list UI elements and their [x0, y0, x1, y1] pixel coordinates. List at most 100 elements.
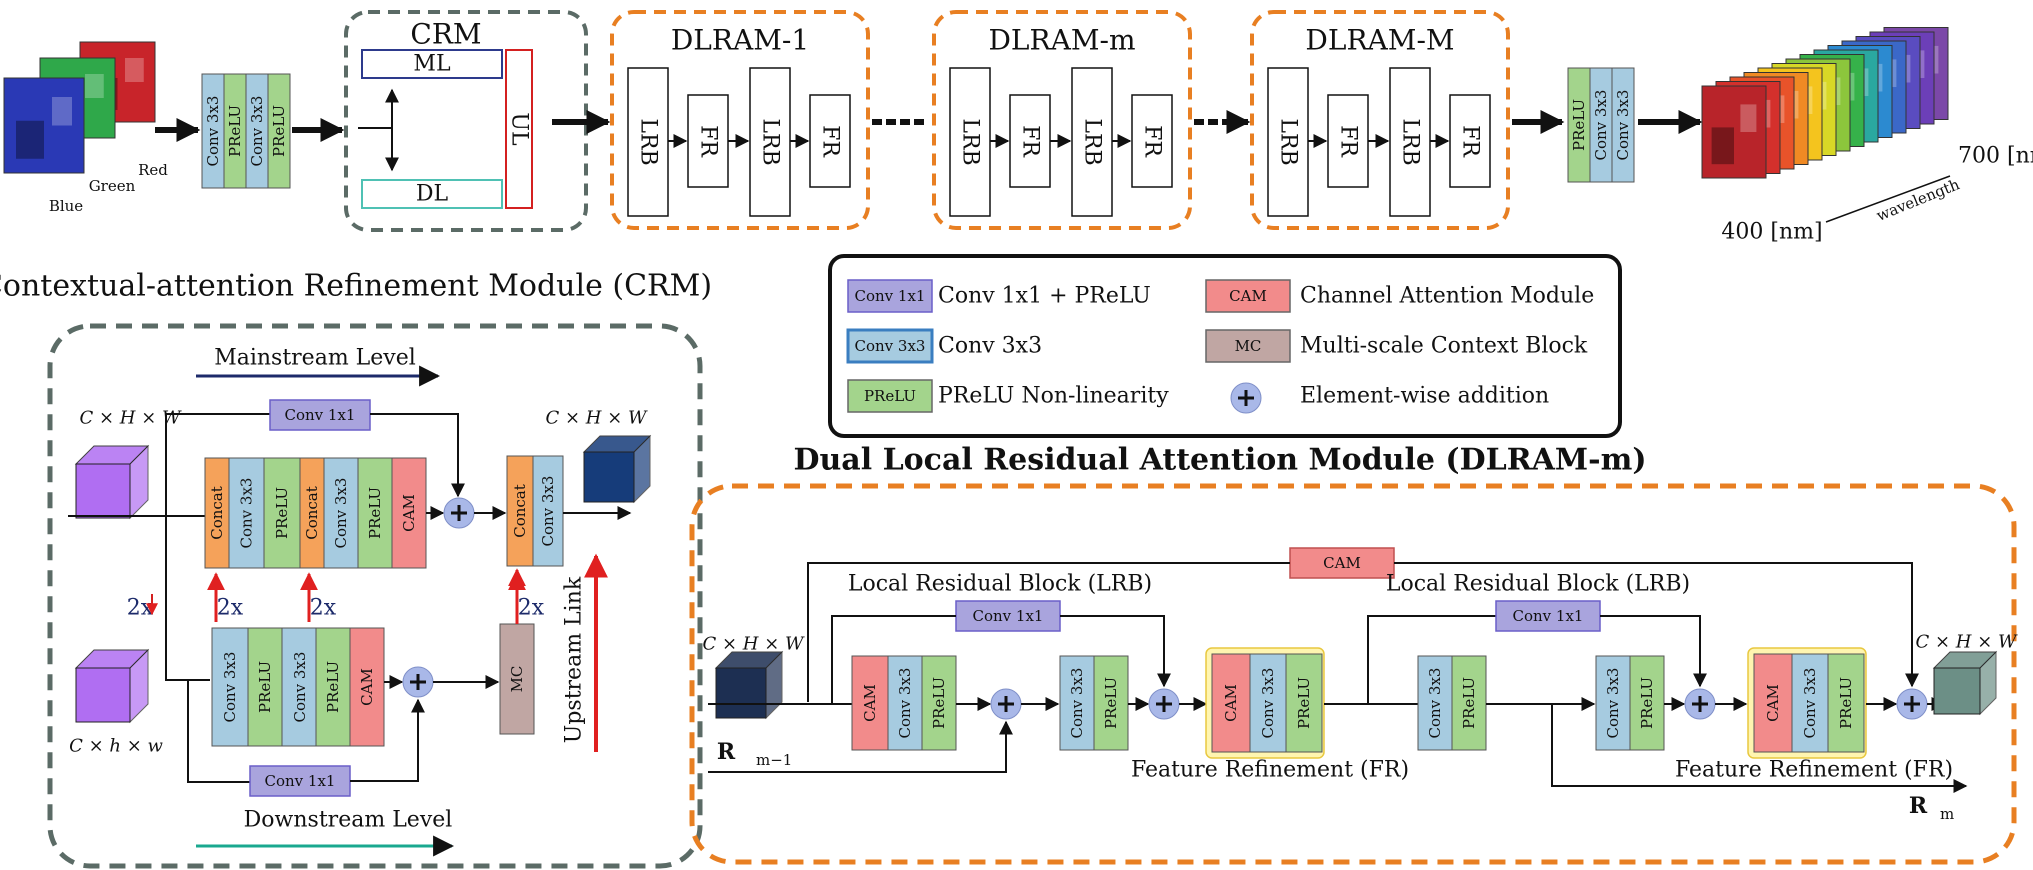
dlram-lrb2-skip-out — [1600, 615, 1707, 688]
dlram-pair3-conv — [1595, 655, 1631, 751]
crm-lower-dim-label: C × h × w — [69, 736, 163, 757]
crm-out-concat-label: Concat — [511, 484, 529, 538]
dlram-pair2-prelu — [1451, 655, 1487, 751]
dlram-pair2-conv-label: Conv 3x3 — [1426, 668, 1444, 739]
crm-mid-block-2 — [281, 627, 319, 747]
dlram-mini-lrb2-2 — [1389, 67, 1431, 217]
crm-ul-box — [505, 49, 533, 209]
dlram-mini-fr1-0 — [687, 94, 729, 188]
dlram-output-cube — [1932, 650, 1998, 716]
dlram-fr2-block-2 — [1827, 653, 1865, 753]
dlram-mini-title-0: DLRAM-1 — [671, 24, 809, 57]
dlram-mini-lrb2-label-0: LRB — [758, 118, 783, 165]
mainstream-label: Mainstream Level — [214, 346, 416, 371]
upstream-link-label: Upstream Link — [562, 576, 587, 743]
crm-mid-block-0 — [211, 627, 249, 747]
crm-conv1x1-top-label: Conv 1x1 — [285, 406, 356, 424]
r-in-main: R — [717, 739, 736, 765]
crm-top-block-1 — [228, 457, 265, 569]
crm-mid-block-1-label: PReLU — [256, 661, 274, 713]
crm-dl-label: DL — [416, 182, 449, 207]
r-in-sub: m−1 — [756, 751, 792, 769]
dlram-mini-lrb1-label-1: LRB — [958, 118, 983, 165]
crm-top-block-4-label: Conv 3x3 — [332, 478, 350, 549]
crm-ml-label: ML — [413, 52, 451, 77]
legend-swatch-3 — [1205, 279, 1291, 313]
legend-text-0: Conv 1x1 + PReLU — [938, 284, 1151, 309]
dlram-mini-lrb1-1 — [949, 67, 991, 217]
crm-mid-block-0-label: Conv 3x3 — [221, 652, 239, 723]
fr-title-2: Feature Refinement (FR) — [1675, 758, 1953, 783]
dlram-conv1x1-2 — [1495, 600, 1601, 632]
label-400nm: 400 [nm] — [1721, 220, 1822, 245]
legend-swatch-0 — [847, 279, 933, 313]
dlram-add-3 — [1684, 688, 1716, 720]
crm-conv1x1-top — [269, 399, 371, 431]
dlram-mini-lrb2-1 — [1071, 67, 1113, 217]
dlram-pair1-conv-label: Conv 3x3 — [1068, 668, 1086, 739]
input-blue-tile — [3, 77, 85, 174]
crm-out-conv-label: Conv 3x3 — [539, 476, 557, 547]
label-700nm: 700 [nm] — [1958, 144, 2033, 169]
legend-text-3: Channel Attention Module — [1300, 284, 1594, 309]
crm-output-cube — [582, 434, 652, 504]
dlram-out-dim-label: C × H × W — [1915, 632, 2018, 653]
dlram-mini-lrb1-label-2: LRB — [1276, 118, 1301, 165]
dlram-add-2 — [1148, 688, 1180, 720]
crm-detail-frame — [47, 323, 703, 869]
crm-conv1x1-bottom-label: Conv 1x1 — [265, 772, 336, 790]
wavelength-axis — [1825, 175, 1951, 223]
dlram-mini-fr2-label-0: FR — [818, 125, 843, 158]
downstream-label: Downstream Level — [244, 808, 453, 833]
crm-top-block-0-label: Concat — [208, 486, 226, 540]
crm-bottom-line — [187, 680, 250, 783]
legend-swatch-label-4: MC — [1235, 337, 1262, 355]
head-block-3 — [267, 73, 291, 189]
dlram-fr2-block-0-label: CAM — [1764, 684, 1782, 722]
dlram-mini-frame-2 — [1250, 10, 1510, 230]
crm-ul-label: UL — [507, 112, 532, 146]
crm-top-block-6-label: CAM — [400, 494, 418, 532]
crm-add-top — [443, 497, 475, 529]
label-green: Green — [89, 177, 136, 195]
legend-add-icon — [1230, 382, 1262, 414]
dlram-pair1-prelu-label: PReLU — [1102, 677, 1120, 729]
dlram-mini-lrb1-label-0: LRB — [636, 118, 661, 165]
crm-skip-to-add — [370, 413, 465, 498]
legend-swatch-label-0: Conv 1x1 — [855, 287, 926, 305]
crm-out-dim-label: C × H × W — [545, 408, 648, 429]
crm-mid-block-1 — [247, 627, 283, 747]
r-out-sub: m — [1940, 805, 1954, 823]
crm-conv1x1-bottom — [249, 765, 351, 797]
dlram-pair3-prelu-label: PReLU — [1638, 677, 1656, 729]
dlram-fr2-block-1-label: Conv 3x3 — [1801, 668, 1819, 739]
dlram-pair2-conv — [1417, 655, 1453, 751]
crm-skip-line — [165, 413, 270, 516]
crm-out-conv — [532, 455, 564, 567]
dlram-mini-fr2-1 — [1131, 94, 1173, 188]
crm-down2x-label: 2x — [127, 596, 154, 621]
crm-mid-block-4 — [349, 627, 385, 747]
legend-swatch-4 — [1205, 329, 1291, 363]
legend-text-1: Conv 3x3 — [938, 334, 1042, 359]
dlram-mini-fr1-1 — [1009, 94, 1051, 188]
dlram-mini-fr1-label-0: FR — [696, 125, 721, 158]
crm-dl-box — [361, 179, 503, 209]
dlram-top-cam-label: CAM — [1323, 554, 1361, 572]
legend-swatch-label-2: PReLU — [864, 387, 916, 405]
dlram-mini-fr2-label-1: FR — [1140, 125, 1165, 158]
dlram-fr1-block-0-label: CAM — [1222, 684, 1240, 722]
dlram-lrb1-block-1-label: Conv 3x3 — [896, 668, 914, 739]
crm-ml-box — [361, 49, 503, 79]
crm-bottom-to-add — [350, 698, 425, 782]
dlram-fr1-block-2 — [1285, 653, 1323, 753]
dlram-pair3-prelu — [1629, 655, 1665, 751]
dlram-pair1-prelu — [1093, 655, 1129, 751]
crm-top-block-6 — [391, 457, 427, 569]
label-red: Red — [138, 161, 168, 179]
dlram-mini-fr1-label-1: FR — [1018, 125, 1043, 158]
dlram-cam-skip-out — [1394, 562, 1919, 688]
dlram-fr1-block-0 — [1211, 653, 1251, 753]
tail-block-2 — [1611, 67, 1635, 183]
dlram-fr1-block-1-label: Conv 3x3 — [1259, 668, 1277, 739]
